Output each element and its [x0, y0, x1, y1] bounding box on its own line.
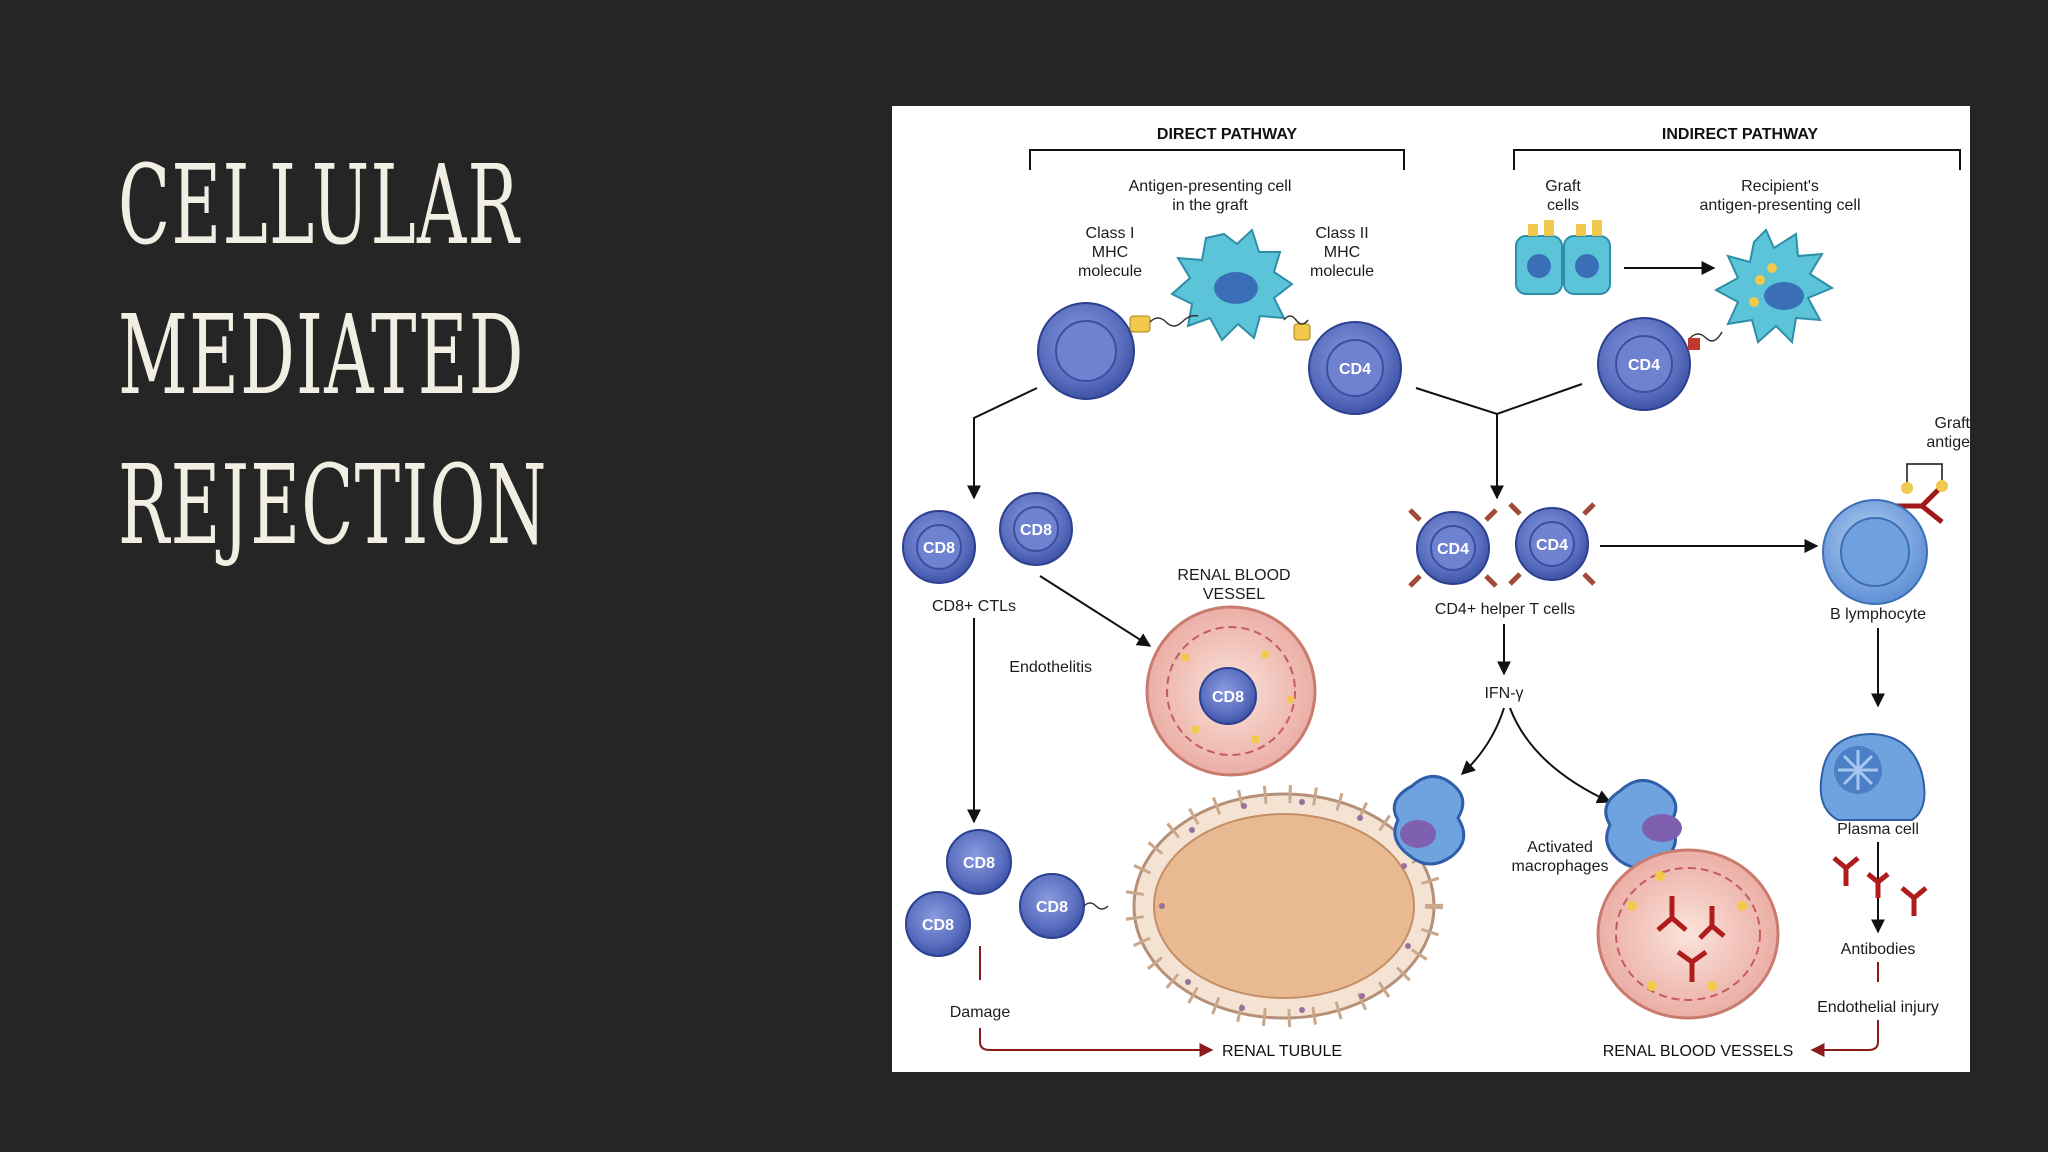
- b-lymphocyte-label: B lymphocyte: [1830, 606, 1926, 623]
- ifn-gamma-label: IFN-γ: [1484, 685, 1523, 702]
- class1-mhc-molecule: [1129, 314, 1199, 333]
- plasma-cell-label: Plasma cell: [1837, 821, 1919, 838]
- cd8-ctls-label: CD8+ CTLs: [932, 598, 1016, 615]
- graft-antigen-label-1: Graft: [1934, 415, 1970, 432]
- class1-label-2: MHC: [1092, 244, 1128, 261]
- rejection-pathway-diagram: DIRECT PATHWAY INDIRECT PATHWAY Antigen-…: [892, 106, 1970, 1072]
- cd4-label-direct: CD4: [1339, 361, 1371, 378]
- cd8-t-cell-direct: [1037, 302, 1135, 400]
- class2-label-2: MHC: [1324, 244, 1360, 261]
- graft-cells: [1515, 220, 1611, 295]
- diagram-canvas: DIRECT PATHWAY INDIRECT PATHWAY Antigen-…: [902, 126, 1970, 1060]
- cd4-t-cell-indirect: CD4: [1597, 317, 1723, 411]
- cd8-label-5: CD8: [1036, 899, 1068, 916]
- cd8-label-3: CD8: [963, 855, 995, 872]
- antibody-left: [1832, 856, 1860, 886]
- cd4-helper-cell-2: CD4: [1508, 502, 1596, 586]
- antibody-center: [1866, 872, 1890, 898]
- cd8-label-4: CD8: [922, 917, 954, 934]
- direct-pathway-bracket: [1029, 149, 1405, 170]
- title-line-1: CELLULAR: [118, 141, 521, 269]
- plasma-cell: [1819, 732, 1926, 821]
- class2-label-1: Class II: [1315, 225, 1368, 242]
- graft-antigen-bracket: [1906, 463, 1943, 488]
- cd8-label-1: CD8: [923, 540, 955, 557]
- indirect-pathway-bracket: [1513, 149, 1961, 170]
- renal-tubule: [1125, 785, 1443, 1027]
- cd4-helper-label: CD4+ helper T cells: [1435, 601, 1575, 618]
- renal-blood-vessel-label-1: RENAL BLOOD: [1177, 567, 1290, 584]
- antibodies-label: Antibodies: [1841, 941, 1916, 958]
- renal-tubule-label: RENAL TUBULE: [1222, 1043, 1342, 1060]
- class2-label-3: molecule: [1310, 263, 1374, 280]
- apc-graft-label-1: Antigen-presenting cell: [1129, 178, 1292, 195]
- direct-to-cd8-arrow: [967, 387, 1038, 500]
- graft-cells-label-2: cells: [1547, 197, 1579, 214]
- cd8-ctl-cell-1: CD8: [902, 510, 976, 584]
- cd4-t-cell-direct: CD4: [1308, 321, 1402, 415]
- cd8-label-2: CD8: [1020, 522, 1052, 539]
- activated-macrophages-label-1: Activated: [1527, 839, 1593, 856]
- renal-blood-vessel-large: [1596, 848, 1780, 1020]
- macrophage-right: [1604, 779, 1682, 870]
- renal-blood-vessels-label: RENAL BLOOD VESSELS: [1603, 1043, 1794, 1060]
- slide-title: CELLULAR MEDIATED REJECTION: [118, 130, 548, 580]
- recipient-apc-cell: [1713, 228, 1835, 345]
- cd8-cell-bottom-3: CD8: [1019, 873, 1109, 939]
- renal-blood-vessel-small: CD8: [1145, 605, 1317, 777]
- class1-label-1: Class I: [1086, 225, 1135, 242]
- title-line-2: MEDIATED: [118, 291, 525, 419]
- ifn-to-macrophage-right-arrow: [1509, 707, 1612, 804]
- merge-line: [1415, 383, 1583, 416]
- cd4-helper-label-2: CD4: [1536, 537, 1568, 554]
- damage-arrow: [979, 1028, 1214, 1057]
- cd8-cell-bottom-1: CD8: [946, 829, 1012, 895]
- graft-cells-label-1: Graft: [1545, 178, 1581, 195]
- class2-mhc-molecule: [1283, 315, 1311, 341]
- cd4-label-indirect: CD4: [1628, 357, 1660, 374]
- b-lymphocyte-cell: [1822, 499, 1928, 605]
- recipient-apc-label-1: Recipient's: [1741, 178, 1819, 195]
- activated-macrophages-label-2: macrophages: [1512, 858, 1609, 875]
- antibody-right: [1900, 886, 1928, 916]
- ctl-to-vessel-arrow: [1039, 575, 1152, 647]
- renal-blood-vessel-label-2: VESSEL: [1203, 586, 1265, 603]
- macrophage-left: [1392, 775, 1466, 866]
- damage-label: Damage: [950, 1004, 1011, 1021]
- ifn-to-macrophage-left-arrow: [1460, 707, 1505, 775]
- graft-antigen-label-2: antige: [1926, 434, 1970, 451]
- cd8-cell-bottom-2: CD8: [905, 891, 971, 957]
- b-cell-receptor: [1892, 480, 1948, 524]
- cd4-helper-cell-1: CD4: [1408, 508, 1498, 588]
- endothelitis-label: Endothelitis: [1009, 659, 1092, 676]
- recipient-apc-label-2: antigen-presenting cell: [1700, 197, 1861, 214]
- cd4-helper-label-1: CD4: [1437, 541, 1469, 558]
- indirect-pathway-heading: INDIRECT PATHWAY: [1662, 126, 1818, 143]
- direct-pathway-heading: DIRECT PATHWAY: [1157, 126, 1297, 143]
- apc-graft-label-2: in the graft: [1172, 197, 1248, 214]
- cd8-ctl-cell-2: CD8: [999, 492, 1073, 566]
- cd8-label-vessel: CD8: [1212, 689, 1244, 706]
- graft-apc-cell: [1170, 228, 1294, 342]
- class1-label-3: molecule: [1078, 263, 1142, 280]
- endothelial-injury-arrow: [1810, 1020, 1879, 1057]
- title-line-3: REJECTION: [118, 441, 548, 569]
- endothelial-injury-label: Endothelial injury: [1817, 999, 1939, 1016]
